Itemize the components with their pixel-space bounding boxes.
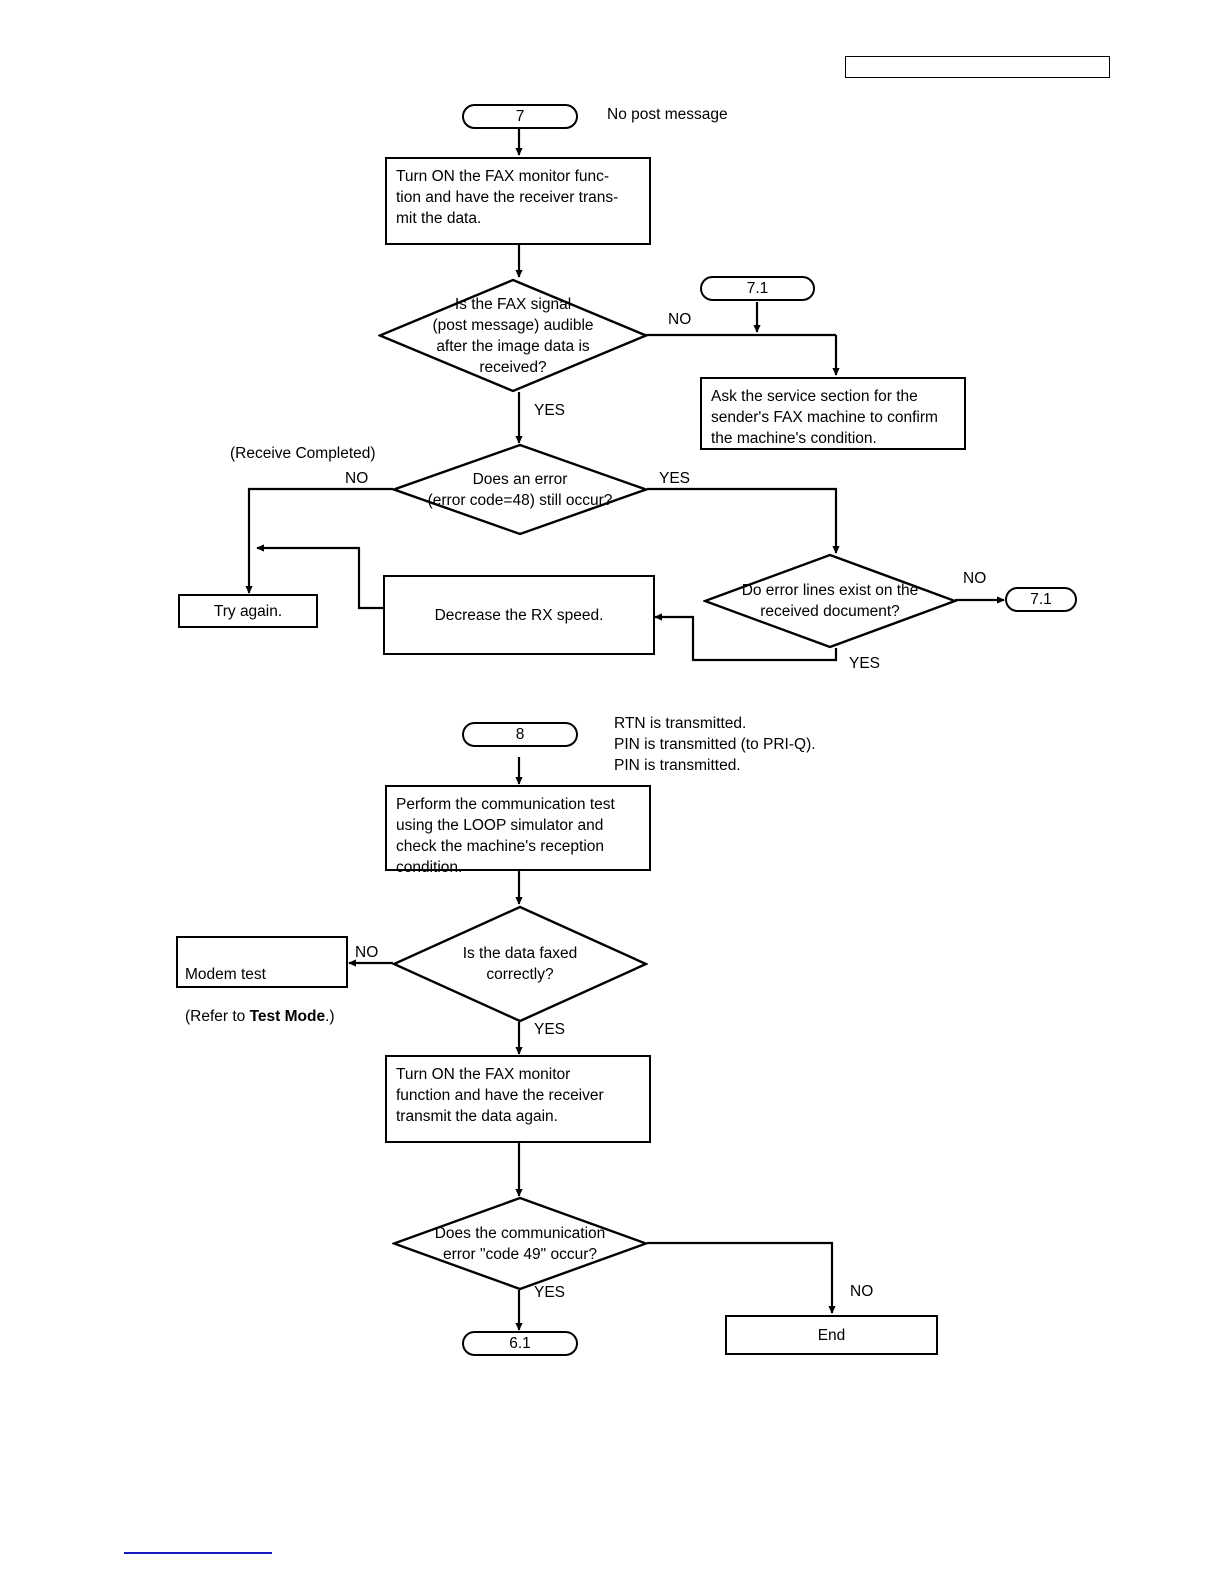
edge-label-code49-no: NO [850,1283,874,1300]
process-turn-on-fax-monitor: Turn ON the FAX monitor func- tion and h… [385,157,651,245]
modem-test-refer-prefix: (Refer to [185,1008,250,1025]
note-rtn-pin-transmitted: RTN is transmitted. PIN is transmitted (… [614,715,816,774]
process-ask-service-section: Ask the service section for the sender's… [700,377,966,450]
edge-label-error48-no: NO [345,470,369,487]
connector-pill-71-right[interactable]: 7.1 [1005,587,1077,612]
decision-error-code-48: Does an error (error code=48) still occu… [392,443,648,536]
edge-label-faxed-yes: YES [534,1021,566,1038]
edge-label-lines-no: NO [963,570,987,587]
note-receive-completed: (Receive Completed) [230,445,376,462]
process-decrease-rx-speed: Decrease the RX speed. [383,575,655,655]
process-end: End [725,1315,938,1355]
connector-pill-71-top[interactable]: 7.1 [700,276,815,301]
edge-label-signal-no: NO [668,311,692,328]
process-perform-communication-test: Perform the communication test using the… [385,785,651,876]
note-no-post-message: No post message [607,106,728,123]
process-turn-on-fax-monitor-again: Turn ON the FAX monitor function and hav… [385,1055,651,1143]
edge-label-code49-yes: YES [534,1284,566,1301]
process-try-again: Try again. [178,594,318,628]
decision-error-lines-exist: Do error lines exist on the received doc… [703,553,957,649]
decision-is-fax-signal-audible: Is the FAX signal (post message) audible… [378,278,648,393]
decision-is-data-faxed-correctly: Is the data faxed correctly? [392,905,648,1023]
modem-test-line1: Modem test [185,966,266,983]
modem-test-mode-bold: Test Mode [249,1008,326,1025]
footer-rule [124,1552,272,1554]
decision-communication-error-code-49: Does the communication error "code 49" o… [392,1196,648,1291]
header-placeholder-box [845,56,1110,78]
process-modem-test: Modem test (Refer to Test Mode.) [176,936,348,1025]
modem-test-refer-suffix: .) [325,1008,335,1025]
edge-label-signal-yes: YES [534,402,566,419]
edge-label-faxed-no: NO [355,944,379,961]
connector-pill-7[interactable]: 7 [462,104,578,129]
connector-pill-8[interactable]: 8 [462,722,578,747]
edge-label-error48-yes: YES [659,470,691,487]
connector-pill-61[interactable]: 6.1 [462,1331,578,1356]
edge-label-lines-yes: YES [849,655,881,672]
